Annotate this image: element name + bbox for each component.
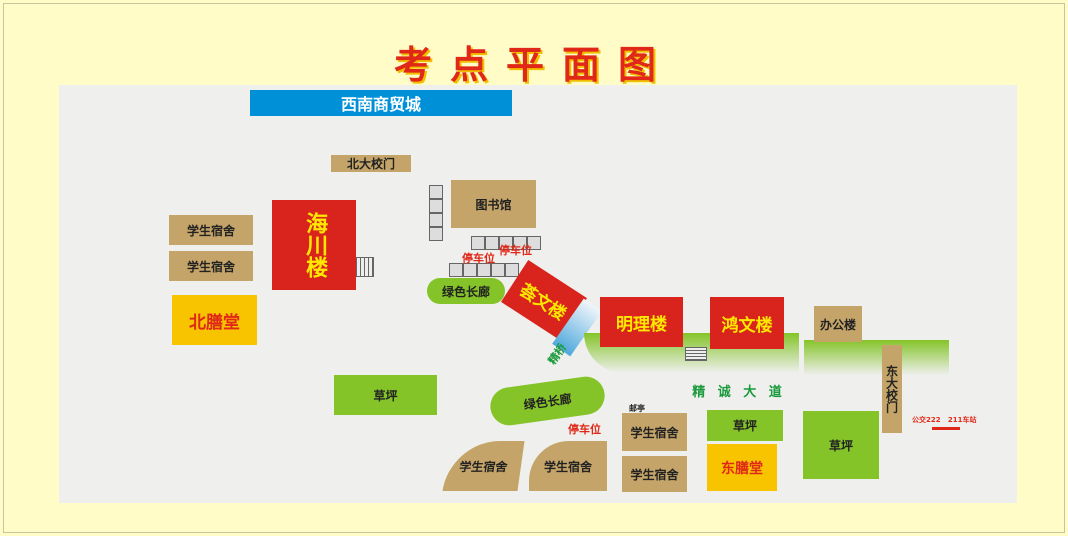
north-gate[interactable]: 北大校门 (331, 155, 411, 172)
parking-label-1: 停车位 (499, 244, 532, 257)
dorm-5[interactable]: 学生宿舍 (529, 441, 607, 491)
lawn-3[interactable]: 草坪 (803, 411, 879, 479)
stairs-icon-2 (685, 347, 707, 361)
dorm-3[interactable]: 学生宿舍 (622, 413, 687, 451)
haichuan-building[interactable]: 海川楼 (272, 200, 356, 290)
lawn-1[interactable]: 草坪 (334, 375, 437, 415)
stairs-icon (356, 257, 374, 277)
mingli-building[interactable]: 明理楼 (600, 297, 683, 347)
dorm-6[interactable]: 学生宿舍 (442, 441, 525, 491)
parking-label-2: 停车位 (462, 252, 495, 265)
mall-banner: 西南商贸城 (250, 90, 512, 116)
post-label: 邮亭 (629, 404, 645, 413)
dorm-1[interactable]: 学生宿舍 (169, 215, 253, 245)
hongwen-building[interactable]: 鸿文楼 (710, 297, 784, 349)
library[interactable]: 图书馆 (451, 180, 536, 228)
map-title: 考点平面图 (393, 42, 674, 87)
dorm-4[interactable]: 学生宿舍 (622, 456, 687, 492)
lawn-2[interactable]: 草坪 (707, 410, 783, 441)
office-building[interactable]: 办公楼 (814, 306, 862, 342)
north-canteen[interactable]: 北膳堂 (172, 295, 257, 345)
jingcheng-avenue: 精 诚 大 道 (692, 384, 786, 400)
dorm-2[interactable]: 学生宿舍 (169, 251, 253, 281)
parking-label-3: 停车位 (568, 423, 601, 436)
green-corridor-1[interactable]: 绿色长廊 (427, 278, 505, 304)
bus-stop-marker (932, 427, 960, 430)
bus-stop-label: 公交222 211车站 (912, 416, 977, 424)
page-frame (3, 3, 1065, 533)
east-canteen[interactable]: 东膳堂 (707, 444, 777, 491)
campus-map: 西南商贸城 北大校门 图书馆 学生宿舍 学生宿舍 海川楼 北膳堂 停车位 停车位… (59, 85, 1017, 503)
east-gate[interactable]: 东大校门 (882, 345, 902, 433)
lawn-strip-2 (804, 340, 949, 375)
green-corridor-2[interactable]: 绿色长廊 (487, 374, 608, 428)
